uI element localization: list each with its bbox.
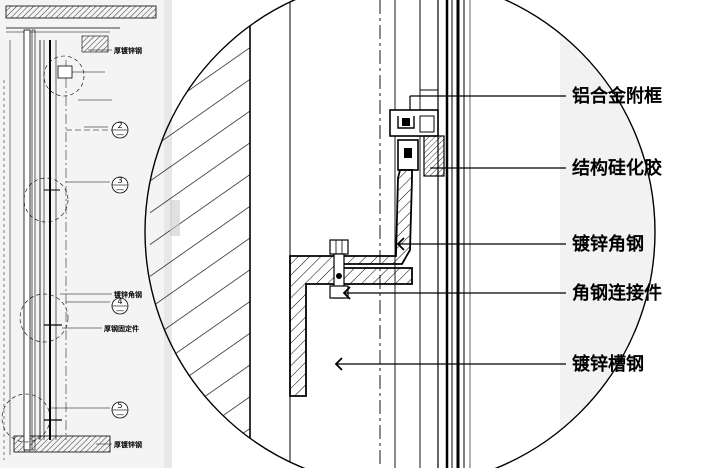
marker-sub: —: [116, 130, 124, 139]
callout-structural-silicone: 结构硅化胶: [572, 157, 662, 179]
detail-circle-2: [43, 55, 85, 97]
marker-sub: —: [116, 410, 124, 419]
section-marker-4: 4 —: [111, 297, 129, 315]
label-thick-galvanized-steel-bottom: 厚镀锌钢: [114, 440, 142, 449]
label-galvanized-angle-steel-small: 镀锌角钢: [114, 290, 142, 299]
bolt: [329, 239, 349, 299]
callout-aluminum-subframe: 铝合金附框: [572, 85, 662, 107]
aluminum-subframe-profile: [389, 109, 439, 137]
marker-number: 5: [117, 401, 122, 410]
detail-circle-4: [19, 293, 69, 343]
section-marker-3: 3 —: [111, 176, 129, 194]
label-thick-steel-fixing: 厚钢固定件: [104, 324, 139, 333]
top-bracket: [57, 65, 73, 79]
angle-steel-connector: [289, 255, 413, 397]
callout-angle-steel-connector: 角钢连接件: [572, 282, 662, 304]
section-marker-5: 5 —: [111, 401, 129, 419]
structural-silicone-block: [397, 135, 445, 177]
callouts: 铝合金附框 结构硅化胶 镀锌角钢 角钢连接件 镀锌槽钢: [334, 85, 662, 375]
marker-number: 3: [117, 176, 122, 185]
marker-sub: —: [116, 306, 124, 315]
section-marker-2: 2 —: [111, 121, 129, 139]
marker-number: 2: [117, 121, 122, 130]
marker-number: 4: [117, 297, 122, 306]
detail-circle-3: [23, 177, 69, 223]
callout-galvanized-channel-steel: 镀锌槽钢: [572, 353, 644, 375]
galvanized-angle-steel: [339, 169, 413, 265]
detail-circle-5: [1, 393, 51, 443]
wall-column: [23, 29, 31, 451]
detail-circle-outline: [144, 0, 656, 468]
left-elevation-panel: 2 — 3 — 4 — 5 — 厚镀锌钢 镀锌角钢 厚钢固定件 厚镀锌钢: [0, 0, 172, 468]
marker-sub: —: [116, 185, 124, 194]
top-slab: [5, 5, 157, 19]
callout-galvanized-angle-steel: 镀锌角钢: [572, 233, 644, 255]
label-thick-galvanized-steel-top: 厚镀锌钢: [114, 46, 142, 55]
